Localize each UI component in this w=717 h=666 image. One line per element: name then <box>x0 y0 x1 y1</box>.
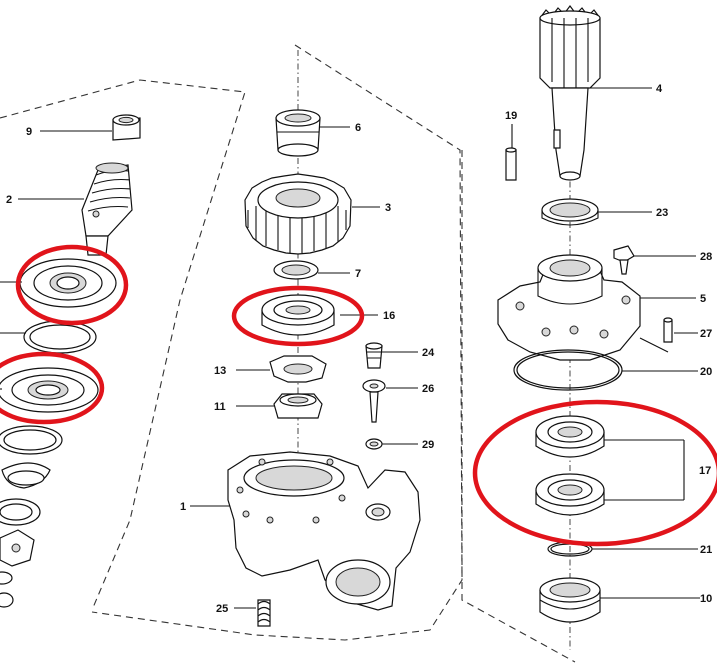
right-group-outline <box>461 150 576 663</box>
part-left-plate <box>0 529 35 567</box>
center-group-outline <box>91 44 463 641</box>
label-part-17: 17 <box>699 465 711 477</box>
label-part-11: 11 <box>214 401 226 413</box>
label-part-16: 16 <box>383 310 395 322</box>
label-part-19: 19 <box>505 110 517 122</box>
part-left-nut <box>0 571 14 608</box>
part-11-lock-nut <box>273 393 323 419</box>
part-left-ring-3 <box>0 498 41 526</box>
label-part-7: 7 <box>355 268 361 280</box>
part-28-bolt <box>613 245 635 275</box>
part-6-sleeve <box>275 109 321 157</box>
label-part-4: 4 <box>656 83 663 95</box>
label-part-25: 25 <box>216 603 228 615</box>
label-part-1: 1 <box>180 501 186 513</box>
label-part-24: 24 <box>422 347 435 359</box>
part-left-bearing-lower <box>0 367 99 413</box>
part-17-bearing-lower <box>535 473 605 516</box>
label-part-20: 20 <box>700 366 712 378</box>
part-20-o-ring <box>513 349 623 391</box>
leader-lines <box>0 87 700 609</box>
label-part-28: 28 <box>700 251 712 263</box>
part-3-spur-gear <box>244 173 352 255</box>
left-group-outline <box>0 79 246 611</box>
label-part-5: 5 <box>700 293 706 305</box>
part-9-sleeve <box>112 114 141 141</box>
label-part-2: 2 <box>6 194 12 206</box>
part-4-pinion-shaft <box>539 5 601 181</box>
highlight-left-bearing-upper <box>15 244 129 326</box>
part-23-seal <box>541 198 599 226</box>
part-29-o-ring <box>365 438 383 450</box>
highlight-left-bearing-lower <box>0 351 105 425</box>
label-part-6: 6 <box>355 122 361 134</box>
label-part-9: 9 <box>26 126 32 138</box>
part-7-washer <box>273 260 319 280</box>
part-24-plug <box>365 342 383 369</box>
part-5-bearing-carrier <box>497 254 641 361</box>
label-part-10: 10 <box>700 593 712 605</box>
part-left-snap-ring <box>1 462 51 489</box>
part-27-pin <box>663 317 673 343</box>
part-19-key <box>505 147 517 181</box>
label-part-21: 21 <box>700 544 712 556</box>
part-1-housing <box>227 451 421 611</box>
part-25-spring <box>257 599 271 627</box>
label-part-13: 13 <box>214 365 226 377</box>
part-left-ring-1 <box>23 320 97 354</box>
highlight-part-16 <box>231 285 365 347</box>
part-13-lock-washer <box>269 355 327 383</box>
label-part-27: 27 <box>700 328 712 340</box>
part-10-seal <box>539 577 601 623</box>
part-left-ring-2 <box>0 425 63 455</box>
part-17-bearing-upper <box>535 415 605 458</box>
part-2-worm-shaft <box>81 162 133 256</box>
part-left-bearing-upper <box>19 258 117 308</box>
label-part-26: 26 <box>422 383 434 395</box>
highlight-part-17 <box>472 399 717 547</box>
label-part-29: 29 <box>422 439 434 451</box>
part-26-breather <box>362 379 386 423</box>
label-part-23: 23 <box>656 207 668 219</box>
label-part-3: 3 <box>385 202 391 214</box>
part-16-bearing <box>261 294 335 336</box>
